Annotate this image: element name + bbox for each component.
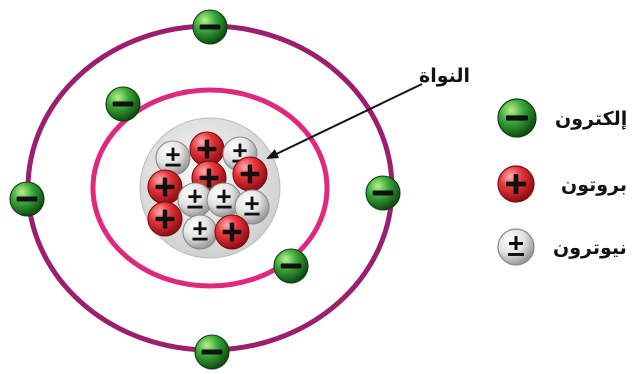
legend-proton-label: بروتون — [561, 174, 627, 196]
electron-2 — [9, 181, 45, 217]
electron-1 — [192, 9, 228, 45]
legend-proton-icon — [497, 165, 535, 203]
nucleus-label: النواة — [419, 65, 470, 87]
proton-2 — [147, 169, 183, 205]
electron-6 — [273, 248, 309, 284]
neutron-5 — [234, 189, 270, 225]
legend-electron-icon — [497, 98, 537, 138]
nucleus-particles — [147, 131, 270, 250]
legend-electron-label: إلكترون — [555, 108, 627, 130]
electron-3 — [365, 175, 401, 211]
electrons — [9, 9, 401, 370]
nucleus — [139, 117, 281, 259]
proton-6 — [214, 214, 250, 250]
legend: إلكترون بروتون نيوترون — [497, 98, 627, 266]
nucleus-arrow — [266, 83, 423, 159]
legend-neutron-label: نيوترون — [553, 237, 627, 259]
legend-proton: بروتون — [497, 165, 627, 203]
legend-neutron: نيوترون — [497, 228, 627, 266]
legend-electron: إلكترون — [497, 98, 627, 138]
electron-5 — [105, 86, 141, 122]
proton-4 — [232, 156, 268, 192]
legend-neutron-icon — [497, 228, 535, 266]
neutron-6 — [182, 214, 218, 250]
inner-orbit — [90, 87, 330, 289]
electron-4 — [194, 334, 230, 370]
proton-5 — [147, 201, 183, 237]
